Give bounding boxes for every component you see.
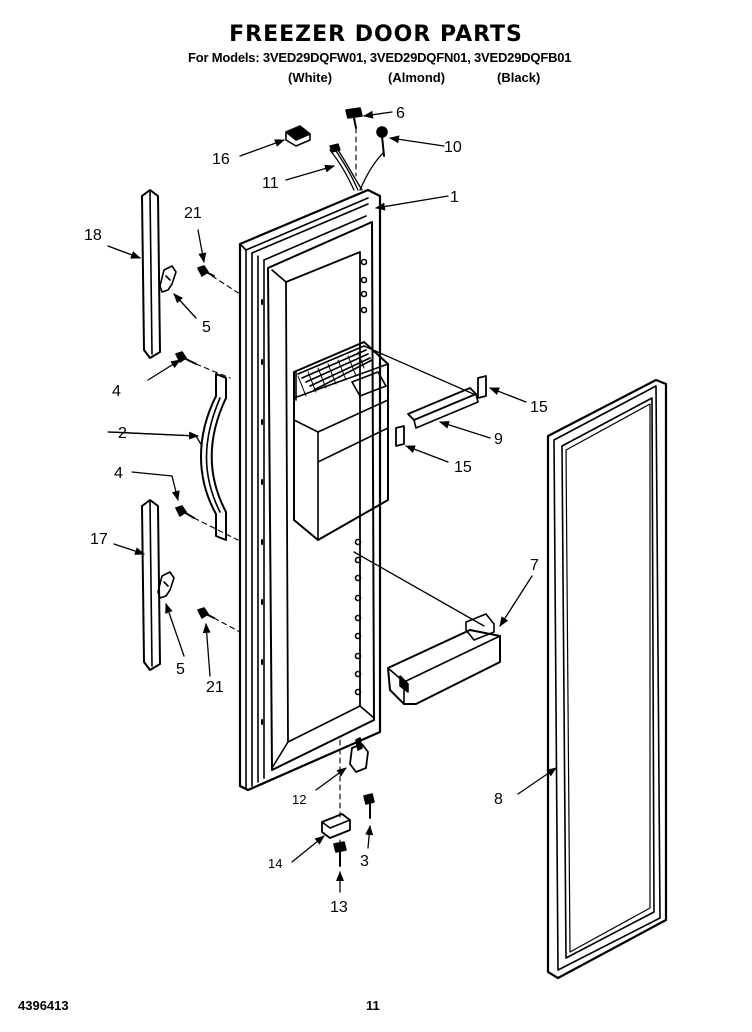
screw-10 [376,126,388,157]
screw-6 [345,107,363,129]
variant-white: (White) [288,70,333,85]
screw-21-upper [197,265,215,277]
screw-4-upper [175,351,197,365]
screw-13 [333,841,347,867]
callout-4-lower: 4 [114,465,123,482]
callout-1: 1 [450,189,459,206]
bracket-15-lower [395,425,405,447]
hinge-bracket-14 [321,813,351,839]
variant-black: (Black) [497,70,541,85]
callout-leaders [107,110,557,893]
clip-upper [159,265,177,293]
callout-2: 2 [118,425,127,442]
callout-16: 16 [212,151,230,168]
callout-labels: 1 2 3 4 4 5 5 6 7 8 9 10 11 12 13 14 15 … [84,105,548,916]
trim-strip-upper [141,189,161,359]
callout-15-lower: 15 [454,459,472,476]
callout-18: 18 [84,227,102,244]
callout-21-upper: 21 [184,205,202,222]
screw-3 [363,793,375,819]
door-gasket-8 [546,378,668,980]
callout-3: 3 [360,853,369,870]
hinge-pin-12 [349,737,369,773]
door-bin-7 [387,613,501,705]
screw-21-lower [197,607,215,619]
page-title: FREEZER DOOR PARTS [229,22,523,47]
trim-strip-lower [141,499,161,671]
wire-harness-11 [329,143,385,191]
callout-8: 8 [494,791,503,808]
callout-13: 13 [330,899,348,916]
page-number: 11 [366,998,380,1013]
callout-11: 11 [262,175,279,192]
variant-almond: (Almond) [388,70,446,85]
callout-4-upper: 4 [112,383,121,400]
models-line: For Models: 3VED29DQFW01, 3VED29DQFN01, … [188,50,572,65]
document-number: 4396413 [18,998,69,1013]
dispenser-housing [293,341,389,541]
clip-lower [157,571,175,599]
callout-6: 6 [396,105,405,122]
callout-5-lower: 5 [176,661,185,678]
callout-15-upper: 15 [530,399,548,416]
screw-4-lower [175,505,195,519]
callout-9: 9 [494,431,503,448]
callout-7: 7 [530,557,539,574]
shelf-9 [407,387,479,429]
callout-10: 10 [444,139,462,156]
bracket-15-upper [477,375,487,399]
door-panel [238,188,382,792]
door-handle [200,373,227,541]
callout-12: 12 [292,792,306,807]
callout-21-lower: 21 [206,679,224,696]
connector-16 [285,125,311,147]
callout-17: 17 [90,531,108,548]
callout-14: 14 [268,856,282,871]
callout-5-upper: 5 [202,319,211,336]
